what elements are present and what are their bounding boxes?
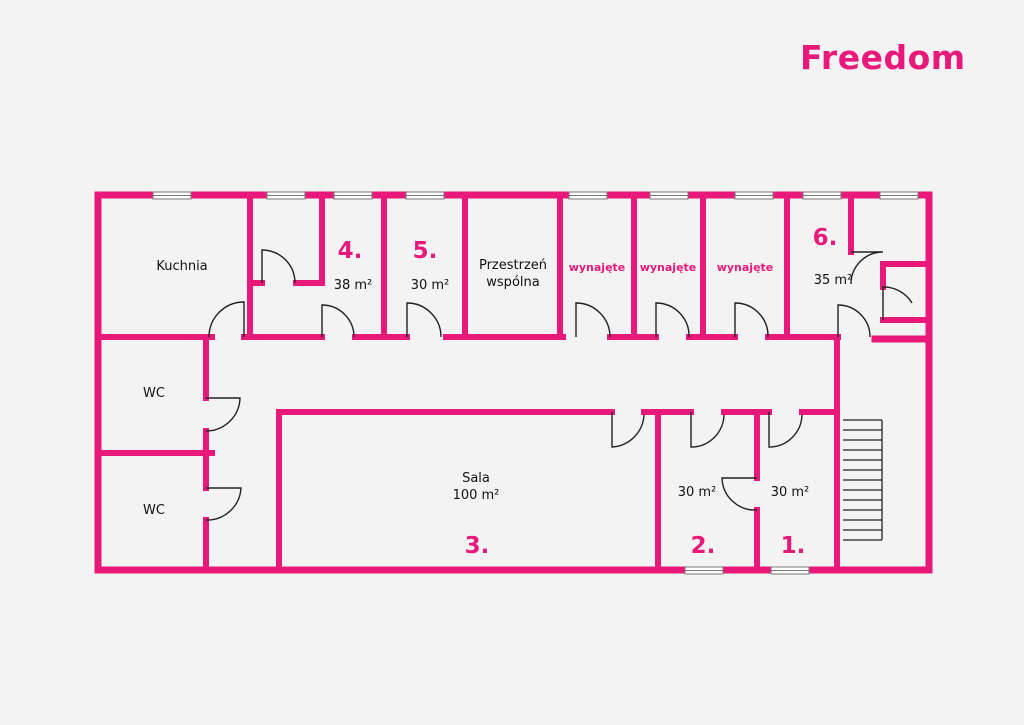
freedom-logo: Freedom xyxy=(800,38,966,77)
common-space-label-1: Przestrzeń xyxy=(479,258,547,273)
office-1-area: 30 m² xyxy=(771,485,810,500)
rented-3-label: wynajęte xyxy=(717,261,774,274)
rented-1-label: wynajęte xyxy=(569,261,626,274)
door-swing-office-1-2 xyxy=(721,477,758,511)
window xyxy=(333,191,373,200)
door-swing-office-1 xyxy=(768,412,803,448)
door-swing-wc-bottom xyxy=(205,487,242,521)
hall-area: 100 m² xyxy=(453,488,500,503)
office-4-number: 4. xyxy=(338,238,363,264)
room-labels: Kuchnia WC WC 4. 38 m² 5. 30 m² Przestrz… xyxy=(143,225,852,559)
door-swing-rented-2 xyxy=(655,302,690,338)
door-swing-office-6 xyxy=(837,304,871,338)
door-swing-rented-3 xyxy=(734,302,769,338)
window xyxy=(152,191,192,200)
door-swing-hall xyxy=(611,412,645,448)
window xyxy=(802,191,842,200)
door-swing-office-4-inner xyxy=(261,249,296,284)
window xyxy=(879,191,919,200)
hall-number: 3. xyxy=(465,533,490,559)
rented-2-label: wynajęte xyxy=(640,261,697,274)
office-5-number: 5. xyxy=(413,238,438,264)
door-swing-rented-1 xyxy=(575,302,611,338)
office-6-number: 6. xyxy=(813,225,838,251)
window xyxy=(684,566,724,575)
door-swing-office-2 xyxy=(690,412,725,448)
door-swing-office-4 xyxy=(321,304,355,338)
walls xyxy=(94,191,933,574)
windows xyxy=(152,191,919,575)
wc-top-label: WC xyxy=(143,386,165,401)
door-swing-office-5 xyxy=(406,302,442,338)
office-4-area: 38 m² xyxy=(334,278,373,293)
door-swing-wc-top xyxy=(205,397,241,432)
office-2-area: 30 m² xyxy=(678,485,717,500)
office-5-area: 30 m² xyxy=(411,278,450,293)
office-2-number: 2. xyxy=(691,533,716,559)
outer-wall xyxy=(94,191,933,574)
staircase xyxy=(843,419,883,541)
window xyxy=(405,191,445,200)
window xyxy=(734,191,774,200)
wc-bottom-label: WC xyxy=(143,503,165,518)
door-swing-kitchen xyxy=(208,301,245,338)
office-1-number: 1. xyxy=(781,533,806,559)
doors xyxy=(205,249,913,521)
door-swing-office-6-wc xyxy=(882,286,913,320)
window xyxy=(568,191,608,200)
common-space-label-2: wspólna xyxy=(486,275,539,290)
kitchen-label: Kuchnia xyxy=(156,259,207,274)
window xyxy=(266,191,306,200)
door-swing-office-6-inner xyxy=(850,251,884,285)
office-6-area: 35 m² xyxy=(814,273,853,288)
hall-label: Sala xyxy=(462,471,490,486)
window xyxy=(649,191,689,200)
window xyxy=(770,566,810,575)
